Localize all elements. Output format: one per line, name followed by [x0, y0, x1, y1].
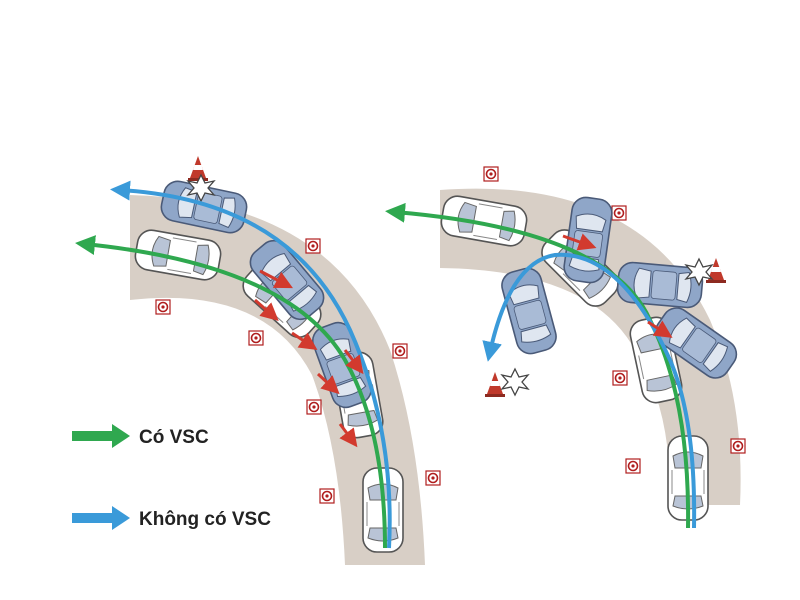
- road-marker-icon: [306, 399, 322, 415]
- force-arrow-icon: [291, 331, 318, 350]
- force-arrow-icon: [647, 320, 673, 338]
- road-marker-icon: [155, 299, 171, 315]
- force-arrows-right: [562, 233, 673, 338]
- green-arrow-icon: [72, 424, 130, 448]
- legend-label-without-vsc: Không có VSC: [139, 509, 271, 530]
- traffic-cone-icon: [706, 258, 726, 283]
- left-scenario: [75, 156, 441, 565]
- force-arrow-icon: [562, 233, 597, 251]
- force-arrow-icon: [254, 298, 279, 321]
- road-marker-icon: [319, 488, 335, 504]
- road-marker-icon: [730, 438, 746, 454]
- blue-arrow-icon: [72, 506, 130, 530]
- road-marker-icon: [425, 470, 441, 486]
- force-arrows: [254, 269, 364, 448]
- path-with-vsc: [75, 235, 387, 549]
- road-marker-icon: [625, 458, 641, 474]
- force-arrow-icon: [316, 372, 340, 395]
- road-marker-icon: [392, 343, 408, 359]
- path-without-vsc-right: [482, 252, 697, 529]
- force-arrow-icon: [343, 349, 364, 375]
- left-road: [130, 195, 425, 565]
- legend-item-without-vsc: Không có VSC: [72, 506, 271, 530]
- legend: Có VSC Không có VSC: [72, 424, 271, 530]
- road-marker-icon: [483, 166, 499, 182]
- impact-star-icon: [501, 368, 529, 396]
- right-scenario: [385, 166, 746, 529]
- force-arrow-icon: [338, 423, 358, 448]
- path-without-vsc: [110, 180, 392, 549]
- road-marker-icon: [612, 370, 628, 386]
- road-marker-icon: [305, 238, 321, 254]
- force-arrow-icon: [259, 269, 293, 289]
- traffic-cone-icon: [188, 156, 208, 181]
- legend-item-with-vsc: Có VSC: [72, 424, 209, 448]
- road-marker-icon: [611, 205, 627, 221]
- road-marker-icon: [248, 330, 264, 346]
- legend-label-with-vsc: Có VSC: [139, 427, 209, 448]
